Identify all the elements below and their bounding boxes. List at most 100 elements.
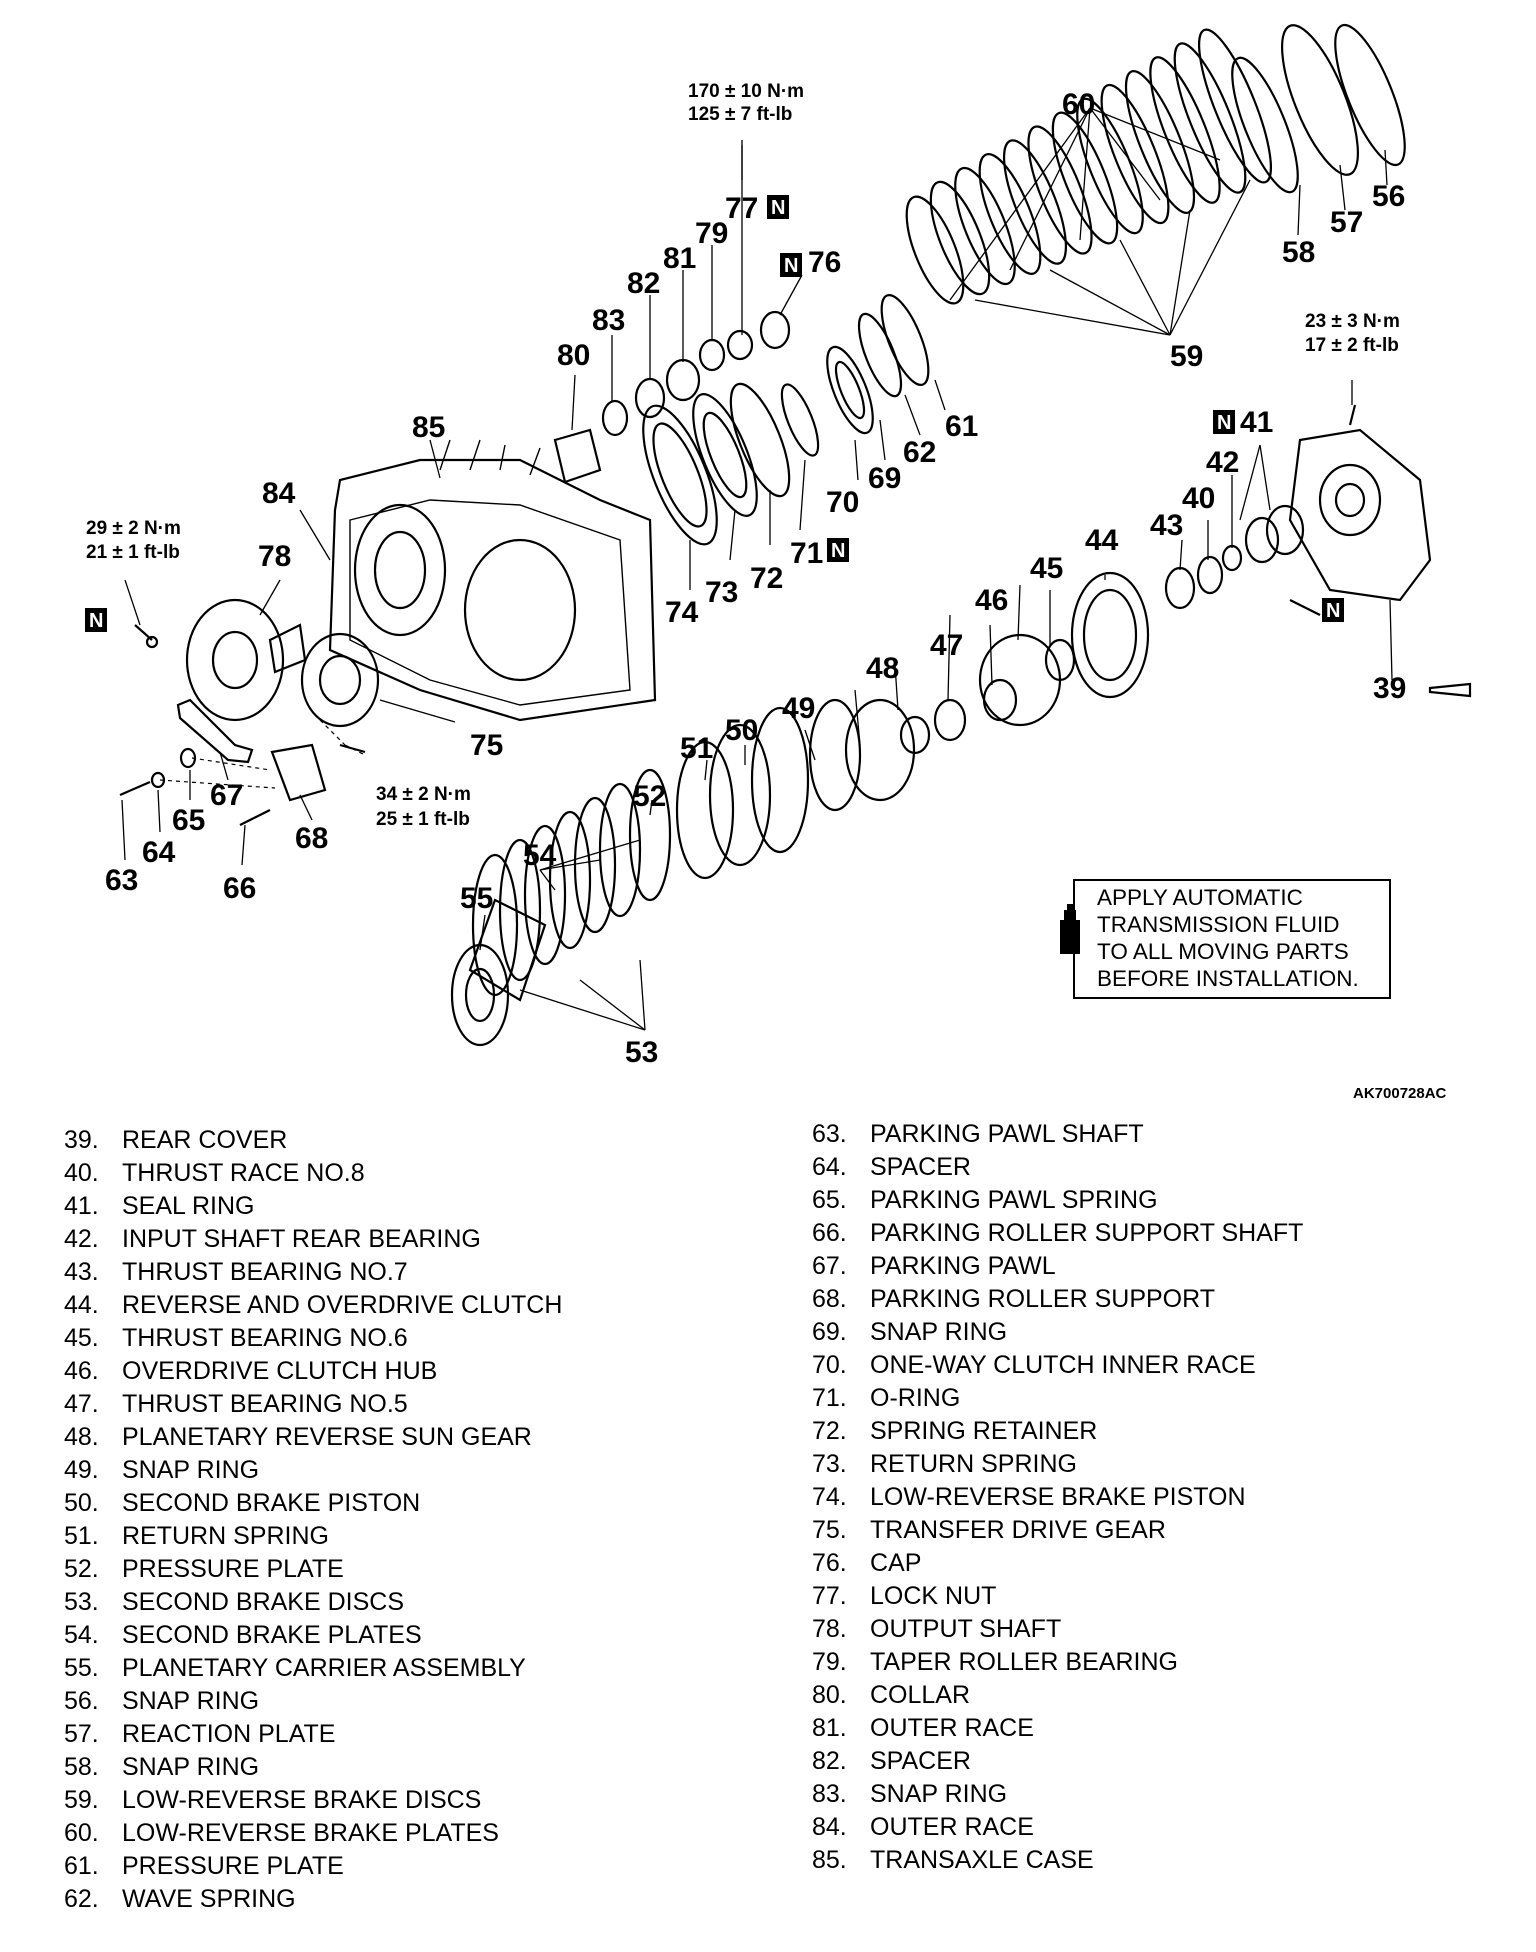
legend-part-name: REACTION PLATE <box>122 1720 336 1748</box>
callout-59: 59 <box>1170 340 1203 373</box>
legend-part-name: PARKING ROLLER SUPPORT <box>870 1285 1215 1313</box>
legend-number: 71. <box>812 1384 847 1412</box>
legend-item: 48.PLANETARY REVERSE SUN GEAR <box>64 1421 562 1454</box>
legend-number: 83. <box>812 1780 847 1808</box>
legend-item: 62.WAVE SPRING <box>64 1883 562 1916</box>
legend-part-name: REAR COVER <box>122 1126 288 1154</box>
legend-part-name: PARKING ROLLER SUPPORT SHAFT <box>870 1219 1304 1247</box>
legend-part-name: SNAP RING <box>870 1780 1008 1808</box>
callout-81: 81 <box>663 242 696 275</box>
legend-number: 78. <box>812 1615 847 1643</box>
legend-item: 49.SNAP RING <box>64 1454 562 1487</box>
callout-49: 49 <box>782 692 815 725</box>
legend-number: 54. <box>64 1621 99 1649</box>
legend-part-name: THRUST RACE NO.8 <box>122 1159 365 1187</box>
callout-50: 50 <box>725 714 758 747</box>
second-brake-group <box>450 571 1150 1047</box>
legend-number: 82. <box>812 1747 847 1775</box>
callout-46: 46 <box>975 584 1008 617</box>
legend-item: 59.LOW-REVERSE BRAKE DISCS <box>64 1784 562 1817</box>
legend-part-name: REVERSE AND OVERDRIVE CLUTCH <box>122 1291 563 1319</box>
legend-part-name: PRESSURE PLATE <box>122 1852 344 1880</box>
torque-78-nm: 29 ± 2 N·m <box>86 518 181 539</box>
legend-item: 41.SEAL RING <box>64 1190 562 1223</box>
callout-69: 69 <box>868 462 901 495</box>
legend-item: 63. PARKING PAWL SHAFT <box>812 1118 1303 1151</box>
legend-part-name: RETURN SPRING <box>870 1450 1077 1478</box>
new-part-badge-71: N <box>827 538 849 562</box>
legend-part-name: OVERDRIVE CLUTCH HUB <box>122 1357 438 1385</box>
figure-code: AK700728AC <box>1353 1085 1447 1102</box>
svg-text:N: N <box>831 540 845 562</box>
legend-item: 54. SECOND BRAKE PLATES <box>64 1619 562 1652</box>
legend-part-name: TRANSFER DRIVE GEAR <box>870 1516 1166 1544</box>
callout-47: 47 <box>930 629 963 662</box>
legend-number: 67. <box>812 1252 847 1280</box>
piston-group <box>642 293 946 590</box>
output-bearing-group <box>553 145 803 484</box>
legend-item: 77.LOCK NUT <box>812 1580 1303 1613</box>
legend-item: 81.OUTER RACE <box>812 1712 1303 1745</box>
callout-55: 55 <box>460 882 493 915</box>
torque-77-nm: 170 ± 10 N·m <box>688 81 804 102</box>
legend-part-name: THRUST BEARING NO.5 <box>122 1390 408 1418</box>
legend-number: 69. <box>812 1318 847 1346</box>
callout-67: 67 <box>210 779 243 812</box>
legend-item: 52.PRESSURE PLATE <box>64 1553 562 1586</box>
callout-57: 57 <box>1330 206 1363 239</box>
legend-item: 57.REACTION PLATE <box>64 1718 562 1751</box>
legend-part-name: RETURN SPRING <box>122 1522 329 1550</box>
legend-part-name: ONE-WAY CLUTCH INNER RACE <box>870 1351 1256 1379</box>
callout-83: 83 <box>592 304 625 337</box>
callout-52: 52 <box>633 780 666 813</box>
callout-80: 80 <box>557 339 590 372</box>
legend-item: 71.O-RING <box>812 1382 1303 1415</box>
torque-75-ft: 25 ± 1 ft-lb <box>376 809 470 830</box>
legend-part-name: SPACER <box>870 1747 971 1775</box>
legend-part-name: WAVE SPRING <box>122 1885 296 1913</box>
callout-62: 62 <box>903 436 936 469</box>
legend-part-name: SECOND BRAKE PLATES <box>122 1621 422 1649</box>
legend-item: 65. PARKING PAWL SPRING <box>812 1184 1303 1217</box>
callout-73: 73 <box>705 576 738 609</box>
legend-part-name: SNAP RING <box>122 1687 260 1715</box>
legend-number: 63. <box>812 1120 847 1148</box>
callout-68: 68 <box>295 822 328 855</box>
legend-item: 64.SPACER <box>812 1151 1303 1184</box>
legend-item: 75.TRANSFER DRIVE GEAR <box>812 1514 1303 1547</box>
exploded-view-diagram: 39 40 41 42 43 44 45 46 47 48 49 50 51 5… <box>85 23 1472 1069</box>
legend-number: 49. <box>64 1456 99 1484</box>
callout-79: 79 <box>695 217 728 250</box>
legend-part-name: OUTER RACE <box>870 1813 1034 1841</box>
callout-60: 60 <box>1062 88 1095 121</box>
callout-43: 43 <box>1150 509 1183 542</box>
legend-item: 44.REVERSE AND OVERDRIVE CLUTCH <box>64 1289 562 1322</box>
legend-part-name: PARKING PAWL SPRING <box>870 1186 1158 1214</box>
callout-84: 84 <box>262 477 296 510</box>
legend-part-name: LOCK NUT <box>870 1582 997 1610</box>
legend-number: 65. <box>812 1186 847 1214</box>
legend-part-name: TAPER ROLLER BEARING <box>870 1648 1178 1676</box>
legend-item: 67.PARKING PAWL <box>812 1250 1303 1283</box>
callout-40: 40 <box>1182 482 1215 515</box>
legend-part-name: TRANSAXLE CASE <box>870 1846 1094 1874</box>
legend-part-name: PARKING PAWL SHAFT <box>870 1120 1144 1148</box>
callout-42: 42 <box>1206 446 1239 479</box>
callout-76: 76 <box>808 246 841 279</box>
callout-74: 74 <box>665 596 699 629</box>
callout-48: 48 <box>866 652 899 685</box>
legend-item: 53.SECOND BRAKE DISCS <box>64 1586 562 1619</box>
legend-part-name: SPRING RETAINER <box>870 1417 1098 1445</box>
rear-cover <box>1164 404 1472 698</box>
legend-part-name: PLANETARY CARRIER ASSEMBLY <box>122 1654 526 1682</box>
legend-number: 79. <box>812 1648 847 1676</box>
legend-item: 82. SPACER <box>812 1745 1303 1778</box>
transaxle-case <box>299 439 657 722</box>
legend-number: 73. <box>812 1450 847 1478</box>
callout-53: 53 <box>625 1036 658 1069</box>
legend-item: 84.OUTER RACE <box>812 1811 1303 1844</box>
svg-text:N: N <box>1326 600 1340 622</box>
svg-text:N: N <box>89 610 103 632</box>
legend-part-name: THRUST BEARING NO.7 <box>122 1258 408 1286</box>
output-shaft-and-transfer-gear <box>134 579 456 756</box>
